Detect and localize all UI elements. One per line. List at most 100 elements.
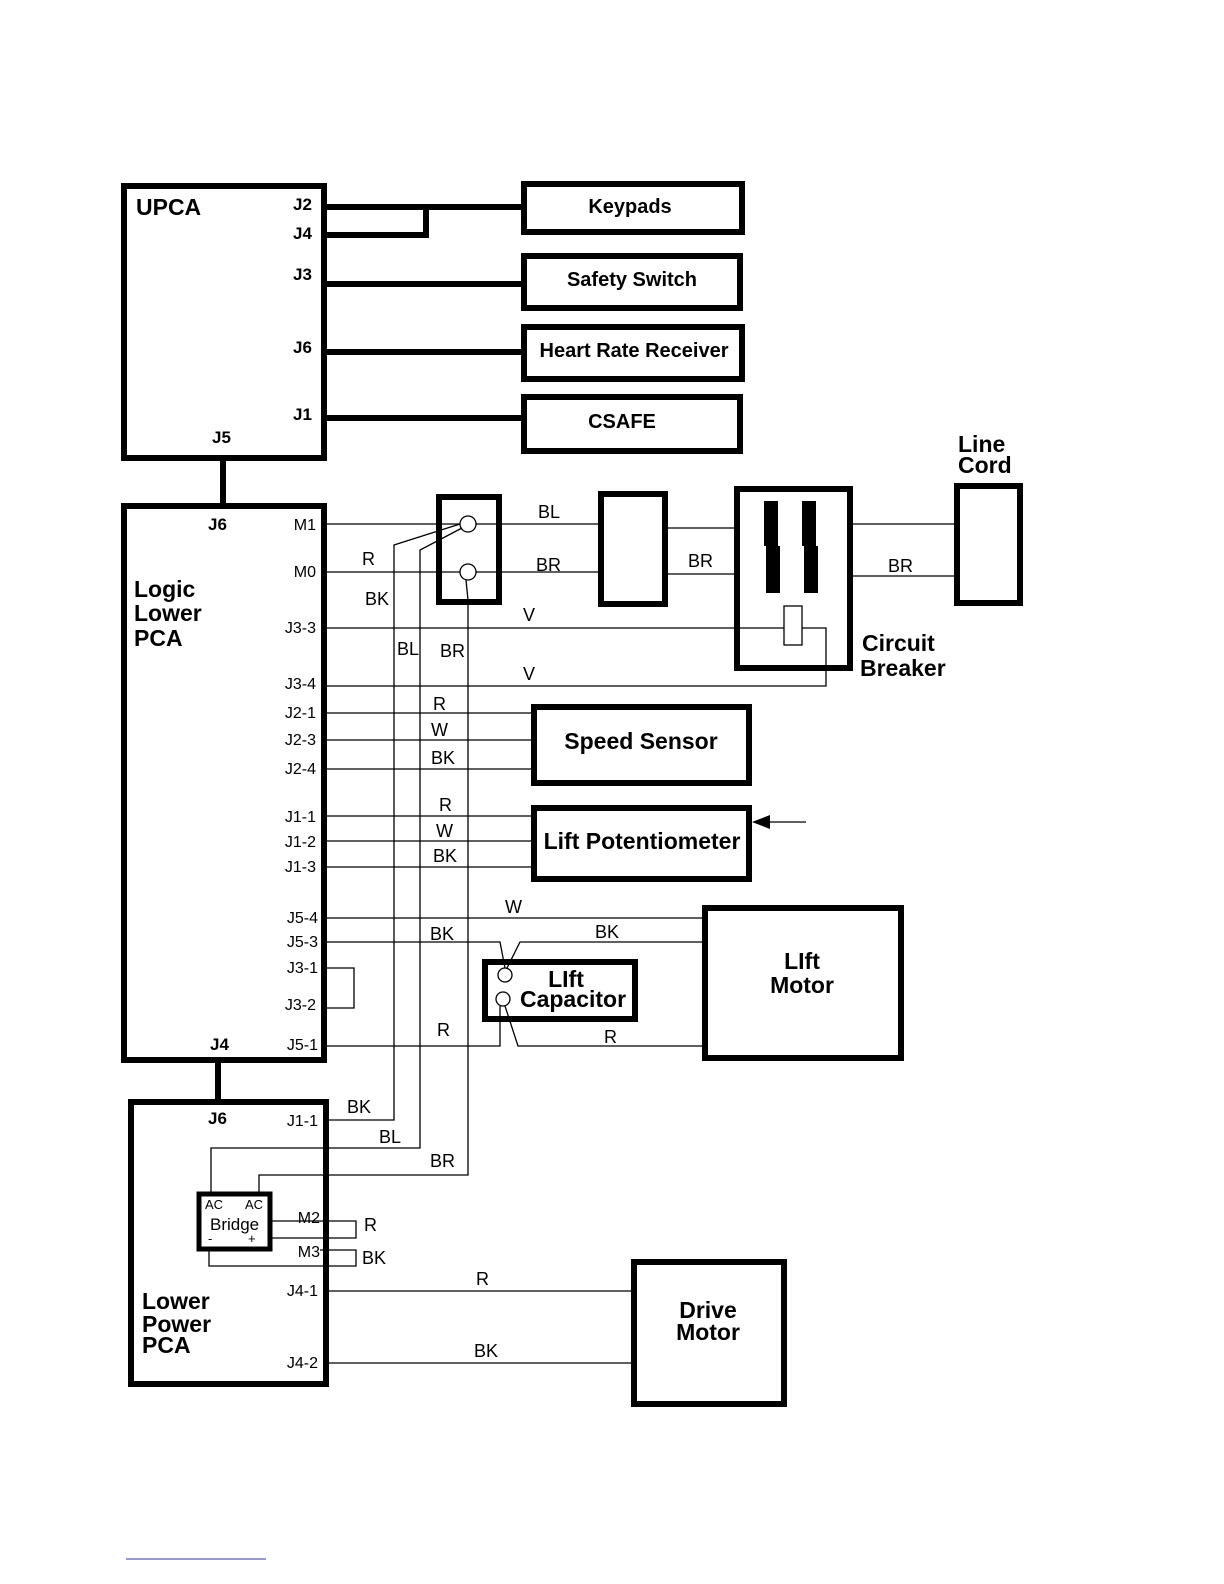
line-cord-title-2: Cord [958, 452, 1012, 478]
thin-wiring [208, 523, 957, 1364]
wire-labels: BL BR BR BR R BK BL BR V V R W BK R W BK… [347, 502, 913, 1361]
keypads-block: Keypads [521, 181, 745, 235]
drive-motor-title-1: Drive [679, 1297, 737, 1323]
logic-lower-pca-title-2: Lower [134, 600, 202, 626]
drive-motor-block: Drive Motor [631, 1259, 787, 1407]
wire-label-br-mid: BR [688, 551, 713, 571]
wire-label-bk-speed: BK [431, 748, 455, 768]
upca-pin-j4: J4 [293, 224, 312, 243]
wire-label-w-pot: W [436, 821, 453, 841]
lift-capacitor-block: LIft Capacitor [482, 959, 638, 1022]
heart-rate-receiver-label: Heart Rate Receiver [540, 340, 729, 362]
circuit-breaker-block: Circuit Breaker [734, 486, 946, 681]
wire-label-r-m2: R [364, 1215, 377, 1235]
wire-label-bk-m0: BK [365, 589, 389, 609]
logic-pin-j3-3: J3-3 [285, 620, 316, 637]
logic-lower-pca-title-3: PCA [134, 625, 183, 651]
lower-power-pin-m2: M2 [298, 1210, 320, 1227]
bridge-ac-right: AC [245, 1197, 263, 1212]
logic-pin-j2-4: J2-4 [285, 761, 316, 778]
logic-lower-pca-block: Logic Lower PCA J6 J4 M1 M0 J3-3 J3-4 J2… [121, 503, 327, 1063]
logic-pin-j5-4: J5-4 [287, 910, 318, 927]
bridge-minus: - [208, 1231, 212, 1246]
circuit-breaker-title-2: Breaker [860, 655, 946, 681]
csafe-block: CSAFE [521, 394, 743, 454]
wire-label-bl-lp: BL [379, 1127, 401, 1147]
upca-harnesses [215, 204, 524, 1102]
wire-label-r-speed: R [433, 694, 446, 714]
speed-sensor-title: Speed Sensor [564, 728, 717, 754]
logic-pin-j1-1: J1-1 [285, 809, 316, 826]
wire-label-bk-drive: BK [474, 1341, 498, 1361]
wire-label-bk-motor: BK [595, 922, 619, 942]
logic-pin-j4: J4 [210, 1035, 229, 1054]
wire-label-bl-top: BL [538, 502, 560, 522]
upca-pin-j1: J1 [293, 405, 312, 424]
lower-power-pca-title-1: Lower [142, 1288, 210, 1314]
wire-label-w-j54: W [505, 897, 522, 917]
line-cord-title-1: Line [958, 431, 1005, 457]
logic-pin-j2-1: J2-1 [285, 705, 316, 722]
lower-power-pin-m3: M3 [298, 1244, 320, 1261]
upca-pin-j5: J5 [212, 428, 231, 447]
logic-pin-j1-3: J1-3 [285, 859, 316, 876]
csafe-label: CSAFE [588, 411, 656, 433]
lift-motor-title-2: Motor [770, 972, 834, 998]
lift-motor-block: LIft Motor [702, 905, 904, 1061]
lower-power-pca-title-3: PCA [142, 1332, 191, 1358]
speed-sensor-block: Speed Sensor [531, 704, 752, 786]
bridge-rectifier: AC AC Bridge - + [196, 1191, 273, 1252]
lift-potentiometer-title: Lift Potentiometer [544, 828, 741, 854]
upca-block: UPCA J2 J4 J3 J6 J1 J5 [121, 183, 327, 461]
wire-label-bk-lp: BK [347, 1097, 371, 1117]
wire-label-v-j33: V [523, 605, 535, 625]
upca-title: UPCA [136, 194, 201, 220]
lower-power-pca-block: Lower Power PCA J6 J1-1 M2 M3 J4-1 J4-2 [128, 1099, 329, 1387]
lift-capacitor-title-2: Capacitor [520, 986, 626, 1012]
keypads-label: Keypads [588, 196, 671, 218]
logic-pin-m1: M1 [294, 517, 316, 534]
line-cord-block: Line Cord [954, 431, 1023, 606]
logic-pin-j3-1: J3-1 [287, 960, 318, 977]
wire-label-r-motor: R [604, 1027, 617, 1047]
logic-pin-j3-4: J3-4 [285, 676, 316, 693]
wire-label-br-lp: BR [430, 1151, 455, 1171]
wire-label-r-pot: R [439, 795, 452, 815]
filter-block [598, 491, 668, 607]
safety-switch-block: Safety Switch [521, 253, 743, 311]
logic-pin-j5-3: J5-3 [287, 934, 318, 951]
wire-label-br-top: BR [536, 555, 561, 575]
upca-pin-j6: J6 [293, 338, 312, 357]
upca-pin-j2: J2 [293, 195, 312, 214]
lower-power-pin-j1-1: J1-1 [287, 1113, 318, 1130]
logic-pin-j3-2: J3-2 [285, 997, 316, 1014]
logic-pin-j5-1: J5-1 [287, 1037, 318, 1054]
lower-power-pin-j4-2: J4-2 [287, 1355, 318, 1372]
wire-label-w-speed: W [431, 720, 448, 740]
lower-power-pin-j6: J6 [208, 1109, 227, 1128]
logic-pin-j2-3: J2-3 [285, 732, 316, 749]
lift-capacitor-title-1: LIft [548, 966, 584, 992]
wire-label-bk-m3: BK [362, 1248, 386, 1268]
upca-pin-j3: J3 [293, 265, 312, 284]
wire-label-bk-j53: BK [430, 924, 454, 944]
wire-label-bk-pot: BK [433, 846, 457, 866]
bridge-plus: + [248, 1231, 256, 1246]
lower-power-pca-title-2: Power [142, 1311, 211, 1337]
wire-label-br-cord: BR [888, 556, 913, 576]
jumper-j3 [326, 967, 355, 1009]
logic-pin-j6: J6 [208, 515, 227, 534]
wire-label-br-vert: BR [440, 641, 465, 661]
wire-label-r-j51: R [437, 1020, 450, 1040]
safety-switch-label: Safety Switch [567, 269, 697, 291]
circuit-breaker-title-1: Circuit [862, 630, 935, 656]
lift-motor-title-1: LIft [784, 948, 820, 974]
bridge-title: Bridge [210, 1215, 259, 1234]
heart-rate-receiver-block: Heart Rate Receiver [521, 324, 745, 382]
logic-pin-j1-2: J1-2 [285, 834, 316, 851]
lower-power-pin-j4-1: J4-1 [287, 1283, 318, 1300]
wire-label-r-drive: R [476, 1269, 489, 1289]
terminal-block [436, 494, 502, 605]
wire-label-bl-vert: BL [397, 639, 419, 659]
